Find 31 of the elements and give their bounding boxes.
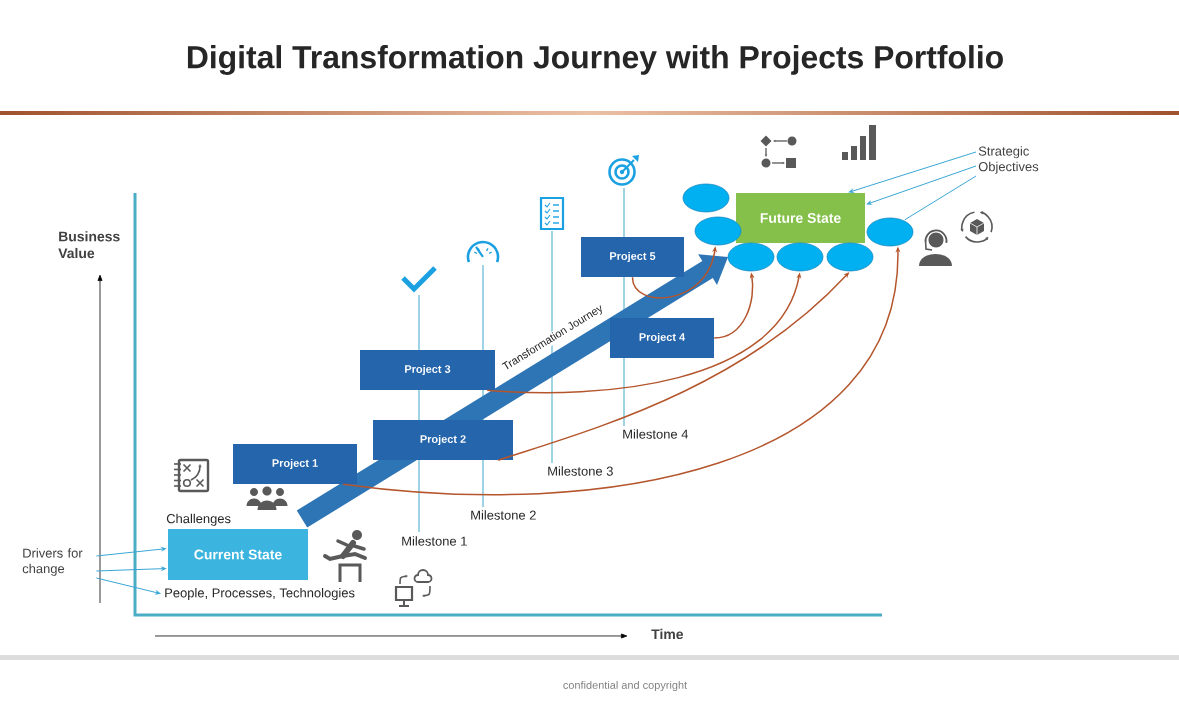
ellipse <box>727 242 775 272</box>
line <box>904 175 977 221</box>
ellipse <box>866 217 914 247</box>
project-box: Project 4 <box>610 318 714 358</box>
milestone-label: Milestone 2 <box>471 510 536 520</box>
arrow <box>95 547 166 557</box>
ellipse <box>694 216 742 246</box>
project-box: Project 1 <box>233 444 357 484</box>
axis-label: Business Value <box>58 231 120 259</box>
project-box: Project 2 <box>373 420 513 460</box>
title: Digital Transformation Journey with Projects Portfolio <box>187 45 1003 75</box>
arrow <box>848 151 977 193</box>
axis-label: Time <box>651 628 684 640</box>
project-box: Project 3 <box>360 350 495 390</box>
ellipse <box>776 242 824 272</box>
arrow <box>95 566 166 572</box>
arrow <box>95 577 161 595</box>
box-caption: Challenges <box>166 513 231 526</box>
milestone-label: Milestone 3 <box>548 466 613 476</box>
text-label: People, Processes, Technologies <box>165 587 355 600</box>
arrow <box>866 165 977 205</box>
ellipse <box>826 242 874 272</box>
text-label: Strategic Objectives <box>978 146 1039 174</box>
text-label: Drivers for change <box>22 548 83 576</box>
ellipse <box>682 183 730 213</box>
project-box: Project 5 <box>581 237 684 277</box>
state-box: Current State <box>168 529 308 580</box>
state-box: Future State <box>736 193 865 243</box>
milestone-label: Milestone 4 <box>623 429 689 439</box>
milestone-label: Milestone 1 <box>402 536 467 546</box>
footer-text: confidential and copyright <box>563 680 688 692</box>
